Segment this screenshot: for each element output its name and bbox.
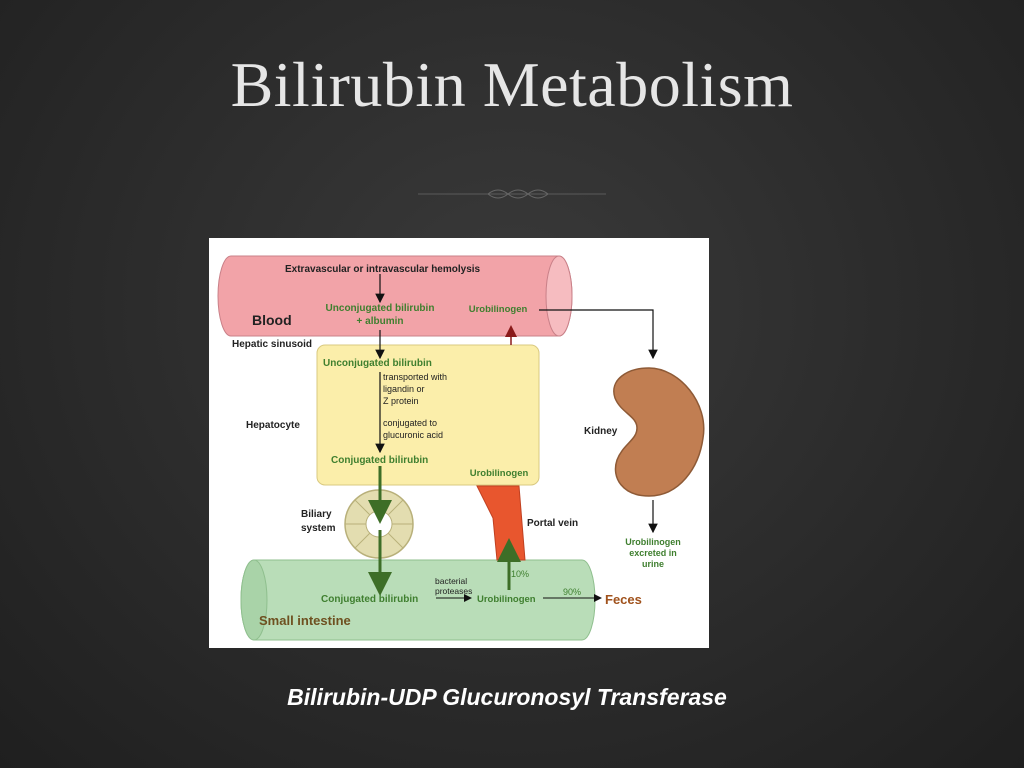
label-excreted-2: excreted in xyxy=(629,548,677,558)
label-feces: Feces xyxy=(605,592,642,607)
portal-vein-shape xyxy=(476,485,526,561)
hepatocyte-box xyxy=(316,344,540,486)
label-unconj-hepatocyte: Unconjugated bilirubin xyxy=(323,358,432,369)
label-excreted-1: Urobilinogen xyxy=(625,537,681,547)
label-hepatic-sinusoid: Hepatic sinusoid xyxy=(232,339,312,350)
label-pct-90: 90% xyxy=(563,587,581,597)
label-biliary-2: system xyxy=(301,523,336,534)
small-intestine-tube xyxy=(240,559,596,641)
label-excreted-3: urine xyxy=(642,559,664,569)
label-urobilinogen-intestine: Urobilinogen xyxy=(477,594,536,605)
label-conjugated-to-1: conjugated to xyxy=(383,418,437,428)
label-unconj-albumin-2: + albumin xyxy=(357,316,404,327)
label-conj-hepatocyte: Conjugated bilirubin xyxy=(331,455,428,466)
label-transported-2: ligandin or xyxy=(383,384,425,394)
label-small-intestine: Small intestine xyxy=(259,613,351,628)
label-bacterial-1: bacterial xyxy=(435,576,467,586)
label-transported-3: Z protein xyxy=(383,396,419,406)
bilirubin-diagram: Extravascular or intravascular hemolysis… xyxy=(209,238,709,648)
slide-caption: Bilirubin-UDP Glucuronosyl Transferase xyxy=(287,684,727,710)
label-blood: Blood xyxy=(252,312,292,328)
slide-title: Bilirubin Metabolism xyxy=(230,49,794,120)
blood-vessel xyxy=(217,255,573,337)
label-kidney: Kidney xyxy=(584,426,618,437)
label-conj-intestine: Conjugated bilirubin xyxy=(321,594,418,605)
kidney-shape xyxy=(613,367,705,497)
label-hepatocyte: Hepatocyte xyxy=(246,420,300,431)
label-portal-vein: Portal vein xyxy=(527,518,578,529)
label-hemolysis: Extravascular or intravascular hemolysis xyxy=(285,264,481,275)
label-biliary-1: Biliary xyxy=(301,509,332,520)
label-transported-1: transported with xyxy=(383,372,447,382)
title-divider xyxy=(418,189,606,199)
label-bacterial-2: proteases xyxy=(435,586,472,596)
label-urobilinogen-hepatocyte: Urobilinogen xyxy=(470,468,529,479)
label-conjugated-to-2: glucuronic acid xyxy=(383,430,443,440)
label-unconj-albumin-1: Unconjugated bilirubin xyxy=(326,303,435,314)
label-pct-10: 10% xyxy=(511,569,529,579)
label-urobilinogen-blood: Urobilinogen xyxy=(469,304,528,315)
arrow-blood-to-kidney xyxy=(539,309,658,360)
